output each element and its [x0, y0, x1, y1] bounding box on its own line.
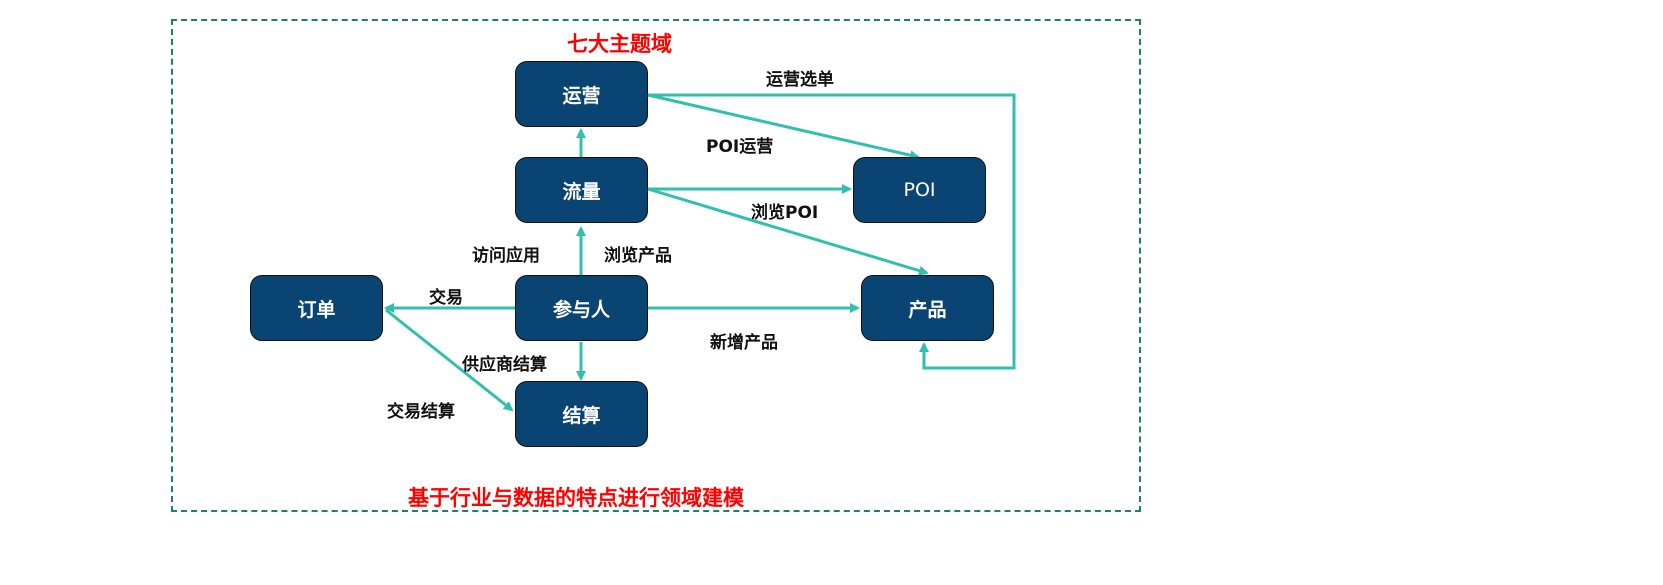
node-operations: 运营	[515, 61, 648, 127]
diagram-caption: 基于行业与数据的特点进行领域建模	[408, 486, 744, 510]
diagram-frame	[171, 19, 1141, 512]
edge-browse-product	[647, 187, 929, 276]
edge-poi-ops	[647, 93, 920, 161]
node-poi: POI	[853, 157, 986, 223]
edge-label-visit-app: 访问应用	[472, 246, 540, 266]
edge-label-ops-select: 运营选单	[766, 70, 834, 90]
edge-trade-settlement	[385, 308, 514, 412]
edge-label-browse-poi: 浏览POI	[751, 203, 819, 223]
node-order: 订单	[250, 275, 383, 341]
diagram-title: 七大主题域	[567, 32, 672, 56]
edge-ops-select	[648, 93, 1016, 370]
edge-label-poi-ops: POI运营	[706, 137, 774, 157]
node-product: 产品	[861, 275, 994, 341]
edge-label-supplier-settlement: 供应商结算	[462, 355, 547, 375]
edge-label-trade: 交易	[429, 288, 463, 308]
node-participant: 参与人	[515, 275, 648, 341]
node-settlement: 结算	[515, 381, 648, 447]
node-traffic: 流量	[515, 157, 648, 223]
edge-label-browse-product: 浏览产品	[604, 246, 672, 266]
edge-label-new-product: 新增产品	[710, 333, 778, 353]
edge-label-trade-settlement: 交易结算	[387, 402, 455, 422]
